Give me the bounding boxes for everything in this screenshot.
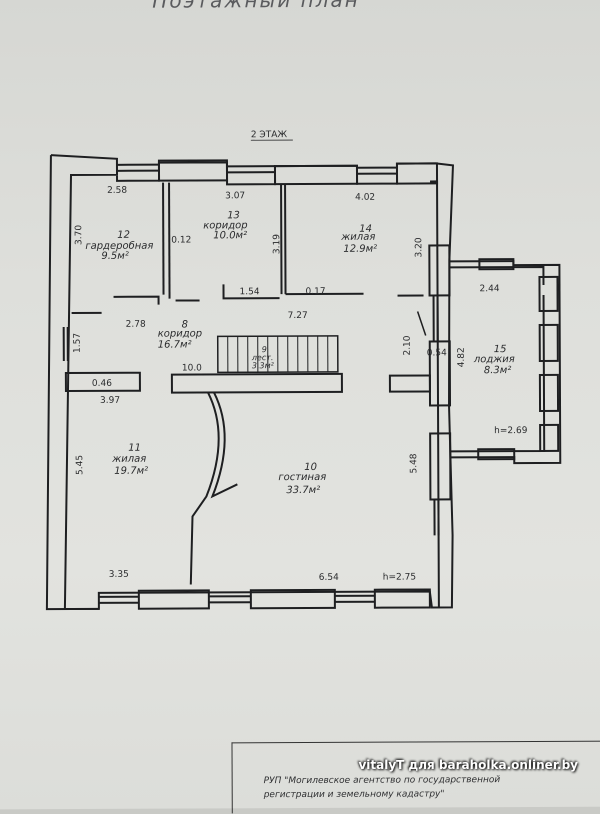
room-area-8: 16.7м² — [158, 339, 192, 350]
dimension-label: 0.17 — [305, 287, 325, 297]
title-block-text: РУП "Могилевское агентство по государств… — [264, 773, 600, 802]
dimension-label: 5.45 — [75, 455, 85, 475]
dimension-label: 3.70 — [74, 225, 84, 245]
room-area-13: 10.0м² — [213, 230, 247, 241]
dimension-label: 4.82 — [457, 347, 467, 367]
room-number-12: 12 — [117, 230, 130, 241]
dimension-label: h=2.69 — [494, 426, 528, 436]
dimension-label: 7.27 — [288, 311, 308, 321]
dimension-label: 2.44 — [479, 284, 499, 294]
room-name-8: коридор — [158, 328, 202, 339]
dimension-label: 0.46 — [92, 379, 112, 389]
dimension-label: 6.54 — [319, 573, 339, 583]
dimension-label: 1.54 — [239, 287, 259, 297]
dimension-label: 3.20 — [414, 237, 424, 257]
dimension-label: 2.78 — [126, 320, 146, 330]
floor-label: 2 ЭТАЖ — [251, 130, 288, 140]
dimension-label: 4.02 — [355, 193, 375, 203]
dimension-label: 3.19 — [272, 234, 282, 254]
room-area-11: 19.7м² — [114, 466, 148, 477]
room-name-14: жилая — [340, 232, 375, 243]
dimension-label: 5.48 — [409, 453, 419, 473]
room-area-12: 9.5м² — [101, 251, 129, 262]
dimension-label: h=2.75 — [383, 573, 416, 583]
title-block-line1: РУП "Могилевское агентство по государств… — [264, 773, 600, 788]
room-name-15: лоджия — [473, 354, 515, 365]
dimension-label: 2.10 — [403, 335, 413, 355]
dimension-label: 3.07 — [225, 191, 245, 201]
dimension-label: 0.54 — [427, 348, 447, 358]
room-area-9: 3.3м² — [252, 361, 275, 370]
dimension-label: 3.35 — [109, 570, 129, 580]
room-area-15: 8.3м² — [484, 365, 512, 376]
room-number-11: 11 — [128, 443, 141, 454]
room-area-10: 33.7м² — [286, 485, 320, 496]
dimension-label: 3.97 — [100, 396, 120, 406]
room-name-11: жилая — [111, 454, 146, 465]
dimension-label: 10.0 — [182, 363, 202, 373]
dimension-label: 0.12 — [171, 235, 191, 245]
dimension-label: 1.57 — [73, 333, 83, 353]
partition-12-13 — [169, 183, 170, 299]
watermark: vitalyT для baraholka.onliner.by — [358, 758, 578, 772]
room-area-14: 12.9м² — [343, 244, 377, 255]
room-name-10: гостиная — [278, 472, 326, 483]
dimension-label: 2.58 — [107, 186, 127, 196]
